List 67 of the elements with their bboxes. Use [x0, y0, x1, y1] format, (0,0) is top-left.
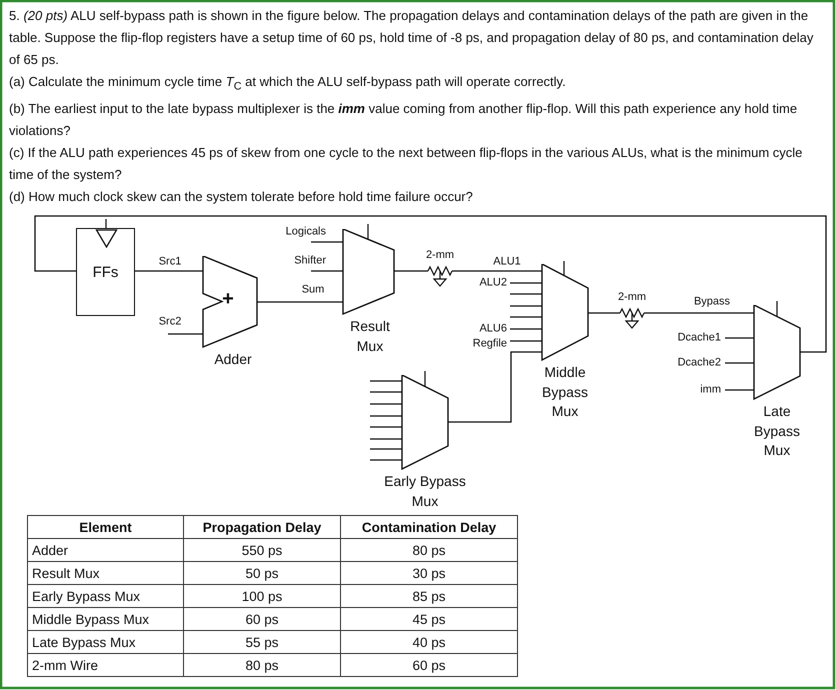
wire-line	[448, 351, 542, 423]
table-cell: 2-mm Wire	[28, 654, 184, 676]
wire-line	[168, 333, 203, 335]
table-cell: 60 ps	[184, 608, 340, 630]
wire-line	[135, 270, 203, 272]
table-cell: 30 ps	[340, 562, 518, 584]
table-cell: Adder	[28, 538, 184, 562]
wire-line	[34, 215, 827, 353]
table-header-cell: Propagation Delay	[184, 516, 340, 538]
wire-line	[510, 340, 542, 342]
wire-line	[370, 415, 402, 417]
signal-label: Logicals	[284, 226, 327, 238]
wire-line	[370, 403, 402, 405]
wire-line	[370, 448, 402, 450]
question-text: (d) How much clock skew can the system tolerate before hold time failure occur?	[9, 188, 474, 206]
question-text: 5. (20 pts) ALU self-bypass path is shown in the figure below. The propagation delays and contamination delays of the path are given in the table. Suppose the flip-flop registers have a setup time of 60 ps, hold time of -8 ps, and propagation delay of 80 ps, and contamination delay of 65 ps.	[9, 7, 814, 69]
wire-line	[370, 391, 402, 393]
wire-line	[725, 337, 754, 339]
wire-line	[510, 328, 542, 330]
wire-line	[370, 438, 402, 440]
table-cell: 50 ps	[184, 562, 340, 584]
wire-line	[394, 270, 428, 272]
register-label: FFs	[92, 263, 120, 282]
wire-line	[311, 270, 343, 272]
wire-line	[510, 316, 542, 318]
wire-line	[370, 380, 402, 382]
wire-line	[452, 270, 542, 272]
component-label: Late Bypass Mux	[753, 402, 801, 460]
wire-line	[510, 282, 542, 284]
component-label: Early Bypass Mux	[383, 472, 467, 510]
wire-line	[257, 301, 343, 303]
component-label: Result Mux	[349, 317, 391, 356]
table-cell: 80 ps	[184, 654, 340, 676]
wire-line	[510, 305, 542, 307]
wire-line	[370, 426, 402, 428]
question-text: (c) If the ALU path experiences 45 ps of skew from one cycle to the next between flip-flops in the various ALUs, what is the minimum cycle time of the system?	[9, 144, 804, 184]
component-label: Adder	[213, 350, 253, 369]
table-cell: 40 ps	[340, 630, 518, 654]
table-cell: 55 ps	[184, 630, 340, 654]
signal-label: Regfile	[472, 338, 508, 350]
table-cell: 60 ps	[340, 654, 518, 676]
wire-line	[370, 459, 402, 461]
wire-line	[311, 241, 343, 243]
flip-flop-box	[76, 228, 135, 316]
table-cell: Early Bypass Mux	[28, 584, 184, 608]
wire-line	[644, 312, 754, 314]
table-cell: Late Bypass Mux	[28, 630, 184, 654]
table-cell: Result Mux	[28, 562, 184, 584]
component-label: Middle Bypass Mux	[541, 363, 589, 421]
plus-sign: +	[222, 290, 234, 309]
table-header-cell: Contamination Delay	[340, 516, 518, 538]
table-cell: Middle Bypass Mux	[28, 608, 184, 630]
wire-line	[510, 293, 542, 295]
wire-length-label: 2-mm	[616, 291, 648, 303]
wire-line	[588, 312, 620, 314]
table-cell: 100 ps	[184, 584, 340, 608]
wire-length-label: 2-mm	[424, 249, 456, 261]
wire-line	[725, 362, 754, 364]
table-cell: 45 ps	[340, 608, 518, 630]
wire-line	[725, 389, 754, 391]
table-cell: 80 ps	[340, 538, 518, 562]
question-text: (a) Calculate the minimum cycle time T$_{C}$ at which the ALU self-bypass path will operate correctly.	[9, 73, 567, 95]
signal-label: Bypass	[692, 296, 732, 308]
table-cell: 85 ps	[340, 584, 518, 608]
table-header-cell: Element	[28, 516, 184, 538]
question-text: (b) The earliest input to the late bypass multiplexer is the imm value coming from another flip-flop. Will this path experience any hold time violations?	[9, 100, 798, 140]
table-cell: 550 ps	[184, 538, 340, 562]
